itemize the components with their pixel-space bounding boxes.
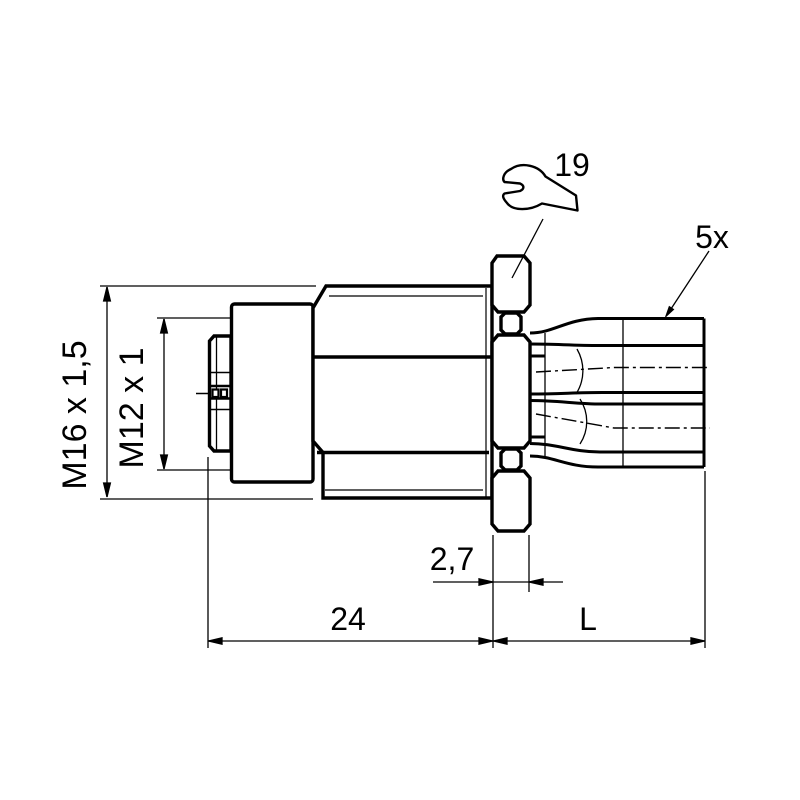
m12-contact-pin-right	[219, 388, 229, 399]
hex-body	[311, 284, 494, 500]
cable-top-inner-edge	[529, 342, 704, 347]
tail-length-arrow-left	[493, 636, 508, 646]
m16-arrow-bottom	[102, 482, 112, 498]
body-length-label: 24	[330, 601, 366, 637]
tail-length-label: L	[579, 601, 597, 637]
wrench-icon	[501, 163, 579, 212]
body-length-arrow-left	[208, 636, 223, 646]
conductor-leader-line	[666, 250, 710, 316]
cable-top-outer-edge	[529, 317, 704, 335]
conductor-leader-arrowhead	[664, 305, 675, 319]
upper-cable-centerline	[535, 366, 710, 373]
nut-middle-facet	[490, 333, 532, 450]
cable-mid-upper-edge	[529, 391, 704, 396]
wrench-size-label: 19	[554, 147, 590, 183]
cable-bottom-inner-edge	[529, 442, 704, 454]
nut-arrow-left	[478, 577, 494, 587]
lower-cable-centerline	[535, 413, 710, 429]
m12-contact-pin-left	[211, 388, 220, 399]
tail-length-arrow-right	[690, 636, 705, 646]
dimension-lengths: 24 L	[207, 457, 706, 648]
m16-dimension-label: M16 x 1,5	[56, 340, 94, 489]
nut-waist-lower	[499, 447, 523, 472]
conductor-count-callout: 5x	[664, 219, 729, 319]
coupling-ring-outline	[229, 302, 315, 484]
nut-waist-upper	[499, 311, 523, 336]
dimension-thread-inner: M12 x 1	[113, 317, 232, 471]
dimension-thread-outer: M16 x 1,5	[56, 285, 316, 500]
cable-breakout	[529, 317, 706, 469]
wrench-leader-line	[511, 218, 544, 279]
hex-body-outline	[311, 284, 494, 500]
m12-arrow-top	[159, 318, 169, 334]
m12-arrow-bottom	[159, 454, 169, 470]
cable-split-arc-lower	[579, 398, 588, 445]
cable-bottom-outer-edge	[529, 454, 704, 469]
nut-arrow-right	[528, 577, 544, 587]
body-length-arrow-right	[478, 636, 493, 646]
wrench-callout: 19	[501, 147, 590, 279]
mounting-nut	[490, 254, 532, 533]
m12-dimension-label: M12 x 1	[113, 348, 151, 469]
m16-arrow-top	[102, 286, 112, 302]
dimension-nut-thickness: 2,7	[430, 535, 563, 648]
m12-connector-end	[207, 334, 233, 453]
nut-top-facet	[490, 254, 532, 314]
conductor-count-label: 5x	[695, 219, 729, 255]
cable-mid-lower-edge	[529, 399, 704, 406]
nut-thickness-label: 2,7	[430, 541, 474, 577]
coupling-ring	[229, 302, 315, 484]
cable-split-arc-upper	[575, 348, 584, 395]
nut-bottom-facet	[490, 469, 532, 533]
